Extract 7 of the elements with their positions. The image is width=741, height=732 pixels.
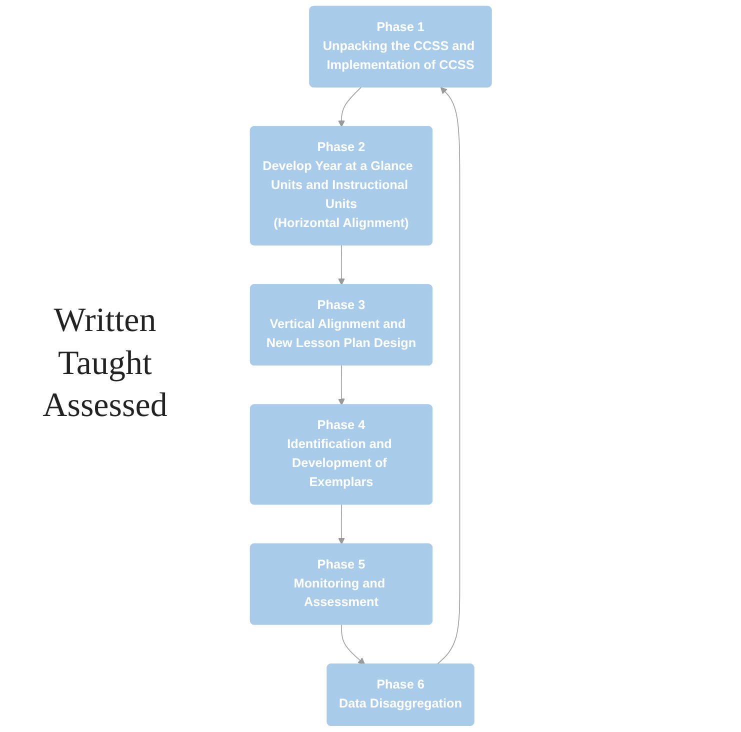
center-caption: Written Taught Assessed — [42, 301, 168, 426]
arrow — [338, 504, 345, 545]
arrow — [436, 87, 460, 665]
arrow — [338, 87, 362, 128]
arrow — [338, 245, 345, 286]
arrow — [340, 624, 365, 665]
arrow — [338, 365, 345, 406]
